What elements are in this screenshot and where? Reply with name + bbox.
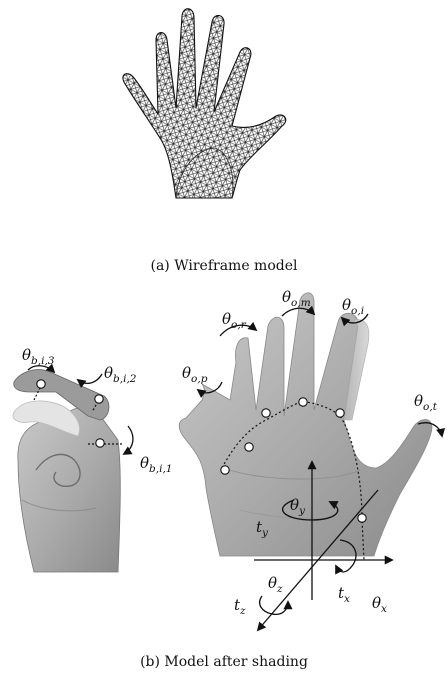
label-theta-o-t: θo,t: [414, 392, 438, 413]
label-theta-o-m: θo,m: [282, 288, 311, 309]
label-theta-z: θz: [268, 574, 283, 595]
label-theta-b-i-1: θb,i,1: [140, 454, 172, 475]
label-t-z: tz: [234, 596, 246, 617]
caption-a: (a) Wireframe model: [0, 258, 448, 274]
shaded-hand-side-view: [13, 370, 120, 572]
label-theta-o-p: θo,p: [182, 364, 208, 385]
label-theta-o-i: θo,i: [342, 296, 364, 317]
label-theta-b-i-3: θb,i,3: [22, 346, 55, 367]
label-t-x: tx: [338, 584, 350, 605]
shaded-hand-front-view: [179, 293, 432, 556]
label-theta-b-i-2: θb,i,2: [104, 364, 137, 385]
label-theta-o-r: θo,r: [222, 310, 247, 331]
caption-b: (b) Model after shading: [0, 654, 448, 670]
wireframe-hand-model: [123, 9, 286, 198]
label-theta-x: θx: [372, 594, 387, 615]
